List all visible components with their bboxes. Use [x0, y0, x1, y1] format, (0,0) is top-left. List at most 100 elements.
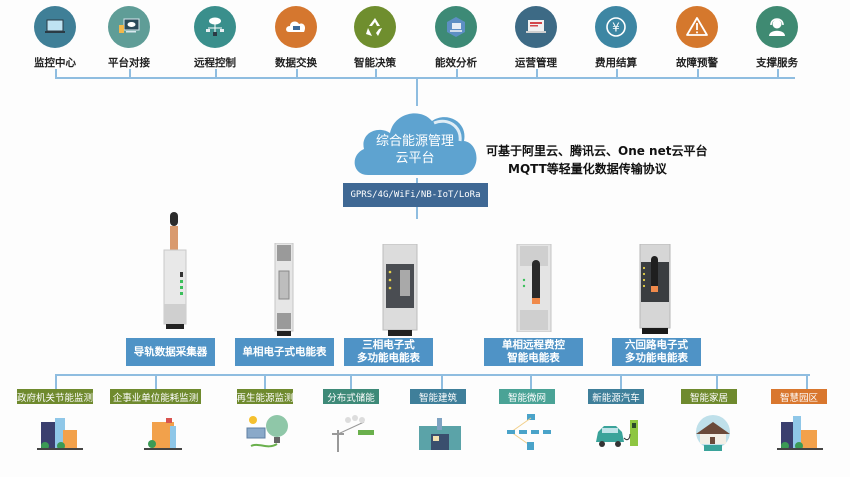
function-drop-line	[536, 69, 538, 78]
headset-user-icon	[756, 6, 798, 48]
device-label-line2: 智能电能表	[507, 352, 560, 364]
device-image-three-phase-meter	[382, 243, 418, 336]
device-image-prepaid-meter	[516, 243, 552, 333]
function-drop-line	[375, 69, 377, 78]
function-label: 智能决策	[354, 57, 396, 69]
ev-charging-icon	[592, 412, 642, 454]
device-label[interactable]: 六回路电子式多功能电能表	[612, 338, 701, 366]
bottom-bus-line	[55, 374, 810, 376]
laptop-icon	[34, 6, 76, 48]
solar-globe-icon	[243, 412, 293, 454]
cloud-data-icon	[275, 6, 317, 48]
device-label-line2: 多功能电能表	[357, 352, 420, 364]
function-label: 运营管理	[515, 57, 557, 69]
application-tag[interactable]: 新能源汽车	[588, 389, 644, 404]
smart-home-icon	[688, 412, 738, 454]
application-drop-line	[264, 374, 266, 390]
cloud-note: 可基于阿里云、腾讯云、One net云平台 MQTT等轻量化数据传输协议	[486, 142, 707, 178]
function-drop-line	[55, 69, 57, 78]
protocol-downlink-line	[416, 207, 418, 219]
application-tag[interactable]: 智慧园区	[771, 389, 827, 404]
cloud-icon	[354, 113, 477, 175]
function-drop-line	[697, 69, 699, 78]
function-label: 支撑服务	[756, 57, 798, 69]
application-tag[interactable]: 智能建筑	[410, 389, 466, 404]
function-item[interactable]: 故障预警	[657, 0, 737, 70]
function-item[interactable]: 平台对接	[89, 0, 169, 70]
function-item[interactable]: 监控中心	[15, 0, 95, 70]
device-label-text: 导轨数据采集器	[134, 346, 208, 359]
device-label-text: 单相远程费控智能电能表	[502, 339, 565, 365]
function-label: 费用结算	[595, 57, 637, 69]
function-item[interactable]: 运营管理	[496, 0, 576, 70]
office-building-icon	[138, 412, 188, 454]
cloud-note-line2: MQTT等轻量化数据传输协议	[508, 162, 667, 176]
function-item[interactable]: 能效分析	[416, 0, 496, 70]
device-label[interactable]: 单相电子式电能表	[235, 338, 334, 366]
application-drop-line	[806, 374, 808, 390]
smart-park-icon	[775, 412, 825, 454]
device-label[interactable]: 单相远程费控智能电能表	[484, 338, 583, 366]
analysis-computer-icon	[435, 6, 477, 48]
function-drop-line	[456, 69, 458, 78]
microgrid-network-icon	[505, 412, 555, 454]
yen-icon: ¥	[595, 6, 637, 48]
application-drop-line	[716, 374, 718, 390]
government-building-icon	[35, 412, 85, 454]
cloud-platform: 综合能源管理 云平台	[350, 103, 480, 181]
application-drop-line	[350, 374, 352, 390]
protocol-label: GPRS/4G/WiFi/NB-IoT/LoRa	[343, 183, 488, 207]
dashboard-laptop-icon	[515, 6, 557, 48]
top-bus-line	[55, 77, 795, 79]
function-label: 能效分析	[435, 57, 477, 69]
function-drop-line	[616, 69, 618, 78]
function-drop-line	[296, 69, 298, 78]
power-grid-icon	[328, 412, 378, 454]
function-label: 监控中心	[34, 57, 76, 69]
factory-building-icon	[415, 412, 465, 454]
function-drop-line	[777, 69, 779, 78]
svg-text:¥: ¥	[612, 21, 620, 35]
application-drop-line	[620, 374, 622, 390]
function-item[interactable]: 数据交换	[256, 0, 336, 70]
device-image-data-collector	[160, 212, 190, 337]
function-drop-line	[215, 69, 217, 78]
device-label-line1: 单相远程费控	[502, 339, 565, 351]
function-item[interactable]: ¥ 费用结算	[576, 0, 656, 70]
device-label-text: 三相电子式多功能电能表	[357, 339, 420, 365]
device-image-six-loop-meter	[639, 243, 671, 334]
cloud-title-line2: 云平台	[395, 151, 435, 166]
function-item[interactable]: 远程控制	[175, 0, 255, 70]
application-drop-line	[55, 374, 57, 390]
device-label-line1: 三相电子式	[362, 339, 415, 351]
device-label[interactable]: 三相电子式多功能电能表	[344, 338, 433, 366]
function-label: 故障预警	[676, 57, 718, 69]
device-label-line2: 多功能电能表	[625, 352, 688, 364]
application-tag[interactable]: 政府机关节能监测	[17, 389, 93, 404]
application-drop-line	[155, 374, 157, 390]
function-item[interactable]: 智能决策	[335, 0, 415, 70]
application-tag[interactable]: 再生能源监测	[237, 389, 294, 404]
application-tag[interactable]: 企事业单位能耗监测	[110, 389, 201, 404]
function-item[interactable]: 支撑服务	[737, 0, 817, 70]
monitor-cloud-icon	[108, 6, 150, 48]
application-tag[interactable]: 智能微网	[499, 389, 555, 404]
device-label-line1: 六回路电子式	[625, 339, 688, 351]
application-drop-line	[441, 374, 443, 390]
device-label-line1: 导轨数据采集器	[133, 345, 208, 358]
function-drop-line	[129, 69, 131, 78]
application-tag[interactable]: 智能家居	[681, 389, 737, 404]
device-image-single-phase-meter	[274, 242, 294, 336]
device-label[interactable]: 导轨数据采集器	[126, 338, 215, 366]
application-tag[interactable]: 分布式储能	[323, 389, 379, 404]
recycle-icon	[354, 6, 396, 48]
warning-icon	[676, 6, 718, 48]
device-label-text: 六回路电子式多功能电能表	[625, 339, 688, 365]
cloud-network-icon	[194, 6, 236, 48]
function-label: 平台对接	[108, 57, 150, 69]
cloud-title-line1: 综合能源管理	[375, 134, 454, 149]
function-label: 远程控制	[194, 57, 236, 69]
cloud-note-line1: 可基于阿里云、腾讯云、One net云平台	[486, 144, 708, 158]
application-drop-line	[530, 374, 532, 390]
cloud-uplink-line	[416, 78, 418, 106]
